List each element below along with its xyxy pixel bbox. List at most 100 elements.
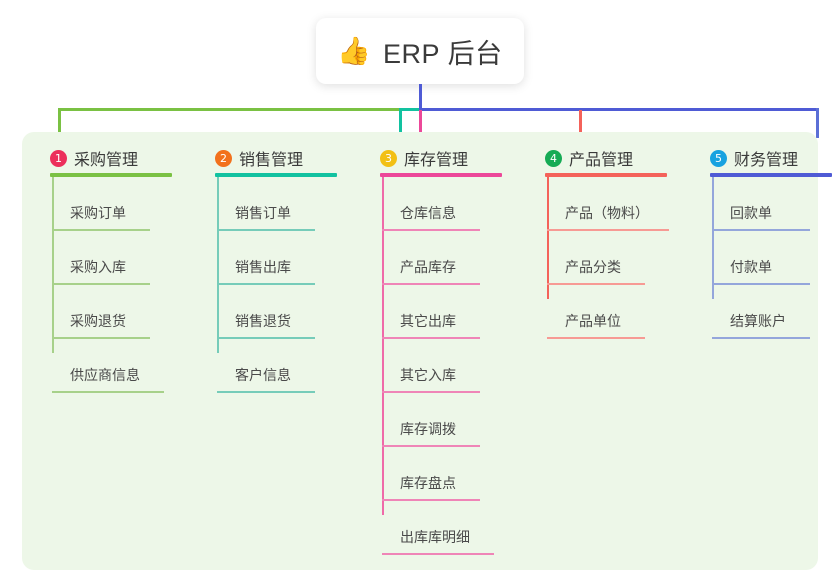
module-column-purchasing: 1 采购管理 采购订单 采购入库 采购退货 供应商信息 <box>36 132 201 570</box>
module-rule-inventory <box>380 173 502 177</box>
bus-segment-blue <box>419 108 819 111</box>
module-badge-3: 3 <box>380 149 397 167</box>
list-item[interactable]: 产品单位 <box>547 285 696 339</box>
item-label: 采购入库 <box>70 259 126 275</box>
module-items-product: 产品（物料） 产品分类 产品单位 <box>547 177 696 339</box>
module-items-finance: 回款单 付款单 结算账户 <box>712 177 839 339</box>
module-rule-purchasing <box>50 173 172 177</box>
item-rule <box>547 337 645 339</box>
module-column-inventory: 3 库存管理 仓库信息 产品库存 其它出库 其它入库 <box>366 132 531 570</box>
item-label: 回款单 <box>730 205 772 221</box>
module-title-finance: 财务管理 <box>734 152 799 169</box>
list-item[interactable]: 销售订单 <box>217 177 366 231</box>
page-title: ERP 后台 <box>383 38 503 69</box>
list-item[interactable]: 结算账户 <box>712 285 839 339</box>
module-header-inventory[interactable]: 3 库存管理 <box>380 146 468 170</box>
module-rule-sales <box>215 173 337 177</box>
list-item[interactable]: 采购订单 <box>52 177 201 231</box>
item-rule <box>712 283 810 285</box>
module-items-inventory: 仓库信息 产品库存 其它出库 其它入库 库存调拨 <box>382 177 531 555</box>
item-rule <box>382 391 480 393</box>
module-columns: 1 采购管理 采购订单 采购入库 采购退货 供应商信息 <box>22 132 832 570</box>
item-label: 结算账户 <box>730 313 786 329</box>
list-item[interactable]: 回款单 <box>712 177 839 231</box>
item-label: 其它出库 <box>400 313 456 329</box>
list-item[interactable]: 产品（物料） <box>547 177 696 231</box>
item-label: 其它入库 <box>400 367 456 383</box>
item-rule <box>382 499 480 501</box>
list-item[interactable]: 产品库存 <box>382 231 531 285</box>
item-label: 库存调拨 <box>400 421 456 437</box>
item-label: 出库库明细 <box>400 529 470 545</box>
item-rule <box>52 229 150 231</box>
modules-panel <box>22 132 818 570</box>
item-label: 产品单位 <box>565 313 621 329</box>
module-spine-inventory <box>382 177 384 515</box>
item-rule <box>217 283 315 285</box>
item-rule <box>382 229 480 231</box>
module-header-product[interactable]: 4 产品管理 <box>545 146 633 170</box>
module-spine-finance <box>712 177 714 299</box>
list-item[interactable]: 销售退货 <box>217 285 366 339</box>
item-rule <box>712 229 810 231</box>
module-header-sales[interactable]: 2 销售管理 <box>215 146 303 170</box>
item-label: 采购退货 <box>70 313 126 329</box>
item-rule <box>52 337 150 339</box>
module-spine-product <box>547 177 549 299</box>
module-title-sales: 销售管理 <box>239 152 304 169</box>
module-column-product: 4 产品管理 产品（物料） 产品分类 产品单位 <box>531 132 696 570</box>
module-title-purchasing: 采购管理 <box>74 152 139 169</box>
item-rule <box>382 445 480 447</box>
list-item[interactable]: 库存调拨 <box>382 393 531 447</box>
list-item[interactable]: 库存盘点 <box>382 447 531 501</box>
module-badge-1: 1 <box>50 149 67 167</box>
drop-sales <box>399 108 402 138</box>
item-rule <box>217 337 315 339</box>
item-label: 销售出库 <box>235 259 291 275</box>
list-item[interactable]: 付款单 <box>712 231 839 285</box>
module-header-finance[interactable]: 5 财务管理 <box>710 146 798 170</box>
item-rule <box>217 391 315 393</box>
item-label: 产品分类 <box>565 259 621 275</box>
item-label: 付款单 <box>730 259 772 275</box>
item-rule <box>382 337 480 339</box>
list-item[interactable]: 采购退货 <box>52 285 201 339</box>
item-label: 产品库存 <box>400 259 456 275</box>
module-badge-4: 4 <box>545 149 562 167</box>
item-label: 采购订单 <box>70 205 126 221</box>
list-item[interactable]: 其它出库 <box>382 285 531 339</box>
root-node-card[interactable]: 👍 ERP 后台 <box>316 18 524 84</box>
item-label: 库存盘点 <box>400 475 456 491</box>
item-rule <box>547 283 645 285</box>
item-label: 销售退货 <box>235 313 291 329</box>
drop-purchasing <box>58 108 61 138</box>
drop-inventory <box>419 110 422 138</box>
item-label: 仓库信息 <box>400 205 456 221</box>
list-item[interactable]: 客户信息 <box>217 339 366 393</box>
item-rule <box>547 229 669 231</box>
list-item[interactable]: 产品分类 <box>547 231 696 285</box>
module-items-purchasing: 采购订单 采购入库 采购退货 供应商信息 <box>52 177 201 393</box>
item-rule <box>217 229 315 231</box>
drop-product <box>579 110 582 138</box>
list-item[interactable]: 供应商信息 <box>52 339 201 393</box>
item-rule <box>382 283 480 285</box>
module-title-inventory: 库存管理 <box>404 152 469 169</box>
list-item[interactable]: 仓库信息 <box>382 177 531 231</box>
list-item[interactable]: 销售出库 <box>217 231 366 285</box>
module-spine-sales <box>217 177 219 353</box>
list-item[interactable]: 出库库明细 <box>382 501 531 555</box>
stem-from-title <box>419 84 422 111</box>
list-item[interactable]: 其它入库 <box>382 339 531 393</box>
module-rule-product <box>545 173 667 177</box>
bus-segment-green <box>58 108 403 111</box>
module-column-finance: 5 财务管理 回款单 付款单 结算账户 <box>696 132 839 570</box>
item-label: 产品（物料） <box>565 205 649 221</box>
module-header-purchasing[interactable]: 1 采购管理 <box>50 146 138 170</box>
list-item[interactable]: 采购入库 <box>52 231 201 285</box>
module-title-product: 产品管理 <box>569 152 634 169</box>
item-label: 销售订单 <box>235 205 291 221</box>
item-label: 供应商信息 <box>70 367 140 383</box>
module-items-sales: 销售订单 销售出库 销售退货 客户信息 <box>217 177 366 393</box>
